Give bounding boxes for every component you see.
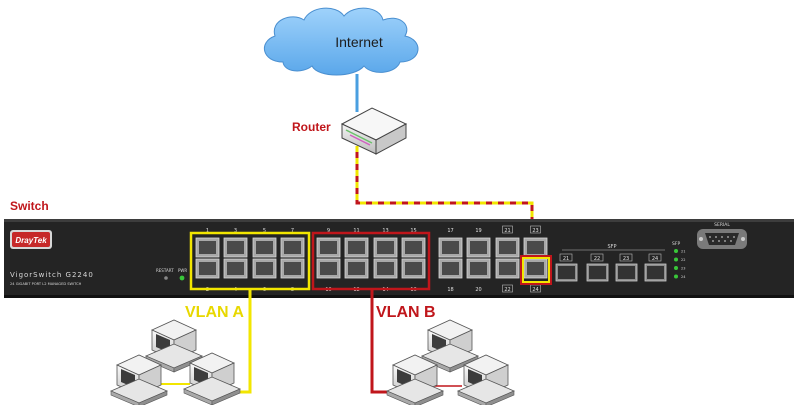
sfp-led-group: 21 22 23 24 — [674, 249, 686, 279]
port-number-label: 9 — [327, 228, 330, 234]
sfp-led — [674, 249, 678, 253]
port-number-label: 19 — [475, 228, 481, 234]
sfp-led-number: 21 — [681, 250, 685, 254]
sfp-number-box — [590, 253, 604, 262]
port-number-box — [502, 225, 513, 234]
rj45-port-10[interactable] — [316, 258, 341, 279]
rj45-port-3[interactable] — [223, 237, 248, 258]
rj45-port-21[interactable] — [495, 237, 520, 258]
sfp-label: SFP — [607, 244, 616, 250]
restart-label: RESTART — [156, 268, 174, 273]
rj45-port-5[interactable] — [252, 237, 277, 258]
trunk-port-box-inner — [522, 257, 550, 283]
rj45-port-11[interactable] — [344, 237, 369, 258]
rj45-port-13[interactable] — [373, 237, 398, 258]
rj45-port-8[interactable] — [280, 258, 305, 279]
model-subtitle: 24 GIGABIT PORT L2 MANAGED SWITCH — [10, 282, 82, 286]
sfp-port-21[interactable] — [555, 263, 578, 282]
sfp-port-number: 22 — [594, 256, 600, 262]
port-number-label: 7 — [291, 228, 294, 234]
sfp-led-label: SFP — [672, 241, 680, 247]
sfp-led-number: 22 — [681, 258, 685, 262]
port-number-label: 3 — [234, 228, 237, 234]
port-number-label: 23 — [532, 228, 538, 234]
rj45-port-19[interactable] — [466, 237, 491, 258]
draytek-logo: DrayTek — [10, 230, 52, 249]
rj45-port-12[interactable] — [344, 258, 369, 279]
router-device — [340, 107, 408, 155]
internet-label: Internet — [335, 34, 383, 50]
power-led — [179, 275, 185, 281]
sfp-port-23[interactable] — [615, 263, 638, 282]
port-number-label: 20 — [475, 287, 481, 293]
rj45-port-22[interactable] — [495, 258, 520, 279]
port-number-label: 22 — [504, 287, 510, 293]
port-number-label: 5 — [263, 228, 266, 234]
rj45-port-16[interactable] — [401, 258, 426, 279]
port-number-label: 11 — [353, 228, 359, 234]
sfp-port-22[interactable] — [586, 263, 609, 282]
rj45-port-4[interactable] — [223, 258, 248, 279]
sfp-port-number: 21 — [563, 256, 569, 262]
sfp-port-24[interactable] — [644, 263, 667, 282]
rj45-port-15[interactable] — [401, 237, 426, 258]
restart-button[interactable] — [164, 276, 168, 280]
port-number-box — [530, 225, 541, 234]
rj45-port-20[interactable] — [466, 258, 491, 279]
sfp-number-box — [648, 253, 662, 262]
sfp-led — [674, 257, 678, 262]
switch-label: Switch — [10, 199, 49, 213]
pwr-label: PWR — [178, 268, 187, 273]
internet-cloud: Internet — [264, 7, 419, 76]
sfp-number-box — [619, 253, 633, 262]
serial-label: SERIAL — [714, 222, 730, 228]
model-label: VigorSwitch G2240 — [10, 271, 94, 279]
rj45-port-9[interactable] — [316, 237, 341, 258]
rj45-port-group — [195, 237, 548, 279]
rj45-port-23[interactable] — [523, 237, 548, 258]
port-number-label: 18 — [447, 287, 453, 293]
sfp-led-number: 23 — [681, 267, 685, 271]
rj45-port-7[interactable] — [280, 237, 305, 258]
sfp-port-number: 24 — [652, 256, 658, 262]
port-number-label: 13 — [382, 228, 388, 234]
rj45-port-18[interactable] — [438, 258, 463, 279]
rj45-port-14[interactable] — [373, 258, 398, 279]
vlan-a-label: VLAN A — [185, 304, 244, 321]
sfp-led-number: 24 — [681, 275, 686, 279]
vlan-b-label: VLAN B — [376, 304, 436, 321]
port-number-label: 15 — [410, 228, 416, 234]
rj45-port-17[interactable] — [438, 237, 463, 258]
port-number-label: 24 — [532, 287, 538, 293]
sfp-number-box — [559, 253, 573, 262]
rj45-port-1[interactable] — [195, 237, 220, 258]
brand-label: DrayTek — [15, 236, 47, 245]
port-number-box — [502, 284, 513, 293]
sfp-led — [674, 274, 678, 279]
port-number-label: 1 — [206, 228, 209, 234]
rj45-port-2[interactable] — [195, 258, 220, 279]
rj45-port-6[interactable] — [252, 258, 277, 279]
rj45-port-24[interactable] — [523, 258, 548, 279]
trunk-port-box — [520, 255, 552, 285]
port-number-label: 21 — [504, 228, 510, 234]
port-number-label: 17 — [447, 228, 453, 234]
sfp-port-number: 23 — [623, 256, 629, 262]
sfp-led — [674, 266, 678, 270]
router-label: Router — [292, 120, 331, 134]
sfp-port-group: 21 22 23 24 — [555, 253, 667, 282]
serial-port[interactable] — [697, 229, 747, 249]
